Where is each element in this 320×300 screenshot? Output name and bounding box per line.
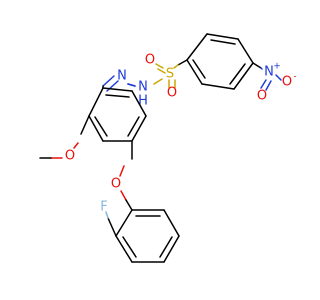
bond-nitro-n — [260, 67, 263, 70]
nitro-minus-charge: - — [293, 72, 296, 82]
central-benzene-ring — [88, 87, 147, 142]
nitro-oxygen-right-label: O — [282, 75, 292, 90]
fluorobenzyl-ring: F — [100, 200, 180, 263]
bond-ring2-b — [88, 115, 104, 142]
sulfonyl-oxygen-bottom-label: O — [167, 86, 177, 101]
nitro-group: N + O - O — [252, 62, 297, 104]
sulfur-atom-label: S — [166, 67, 174, 82]
bond-nitro-double-1 — [260, 79, 267, 89]
bond-ring2-inner-1 — [94, 116, 108, 137]
bond-ring2-inner-3 — [105, 94, 130, 98]
bond-n-to-nh — [127, 83, 136, 87]
bond-ring3-inner-1 — [122, 236, 137, 258]
methoxy-oxygen-label: O — [65, 149, 75, 164]
fluorine-atom-label: F — [100, 200, 107, 215]
bond-imine-double-1 — [102, 75, 115, 87]
bond-ring2-e — [131, 90, 147, 117]
chemical-structure-diagram: S O O N H N O O — [39, 33, 297, 263]
nitrophenyl-ring — [186, 33, 254, 90]
bond-ring2-inner-2 — [127, 116, 140, 137]
bond-ring1-f — [186, 59, 203, 85]
bond-ring1-c — [237, 38, 254, 64]
bond-nitro-double-2 — [265, 80, 272, 91]
ether-oxygen-label: O — [111, 177, 121, 192]
methoxy-group: O — [39, 115, 90, 164]
bond-ring3-d — [163, 235, 180, 263]
bond-ch2 — [125, 199, 133, 211]
bond-ring3-e — [163, 209, 180, 237]
bond-methoxy-o — [73, 142, 79, 149]
bond-s-to-o-left-2 — [157, 68, 166, 74]
bond-ring3-inner-2 — [159, 236, 173, 258]
bond-ring2-d — [131, 115, 147, 142]
bond-ring1-b — [206, 33, 239, 40]
bond-ether-o-up — [119, 165, 125, 177]
bond-ring2-f — [102, 87, 133, 92]
bond-ring-to-nitro-n — [252, 62, 262, 69]
bond-ring1-a — [186, 33, 208, 61]
bond-ring1-e — [201, 83, 235, 90]
nitro-plus-charge: + — [273, 62, 281, 72]
sulfonyl-group: S O O — [145, 53, 188, 101]
bond-ring1-inner-2 — [229, 63, 246, 85]
bond-s-to-nh — [153, 78, 163, 85]
bond-ring1-d — [233, 62, 254, 90]
ether-bridge: O — [111, 140, 133, 211]
bond-ring3-b — [115, 235, 133, 263]
bond-ring2-a — [88, 87, 104, 117]
bond-ether-o-down — [120, 190, 127, 201]
bond-ring1-inner-3 — [192, 59, 206, 79]
bond-s-ring — [173, 64, 179, 69]
sulfonyl-oxygen-left-label: O — [145, 53, 155, 68]
bond-ring-to-methoxy-o — [80, 115, 90, 135]
bond-f — [105, 211, 109, 219]
nitro-oxygen-bottom-label: O — [257, 89, 267, 104]
nitro-nitrogen-label: N — [264, 65, 274, 80]
imine-nitrogen-label: N — [117, 69, 127, 84]
bond-ring-to-f — [107, 217, 117, 237]
bond-ring1-inner-1 — [210, 39, 236, 45]
bond-nitro-n-to-o-right — [275, 74, 282, 81]
bond-ring-to-s — [177, 59, 188, 66]
bond-ring3-a — [115, 209, 133, 237]
nh-hydrogen-label: H — [138, 94, 148, 109]
nh-nitrogen-label: N — [138, 80, 148, 95]
bond-s-to-o-left-1 — [155, 63, 164, 69]
